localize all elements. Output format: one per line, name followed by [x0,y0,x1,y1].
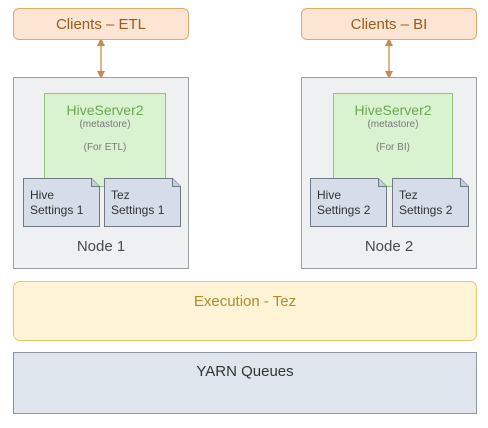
hive-settings-2-doc: Hive Settings 2 [310,178,387,227]
tez-settings-1-line1: Tez [111,188,130,202]
tez-settings-1-doc: Tez Settings 1 [104,178,181,227]
node-1-label: Node 1 [76,238,126,255]
clients-bi-box: Clients – BI [301,8,477,40]
document-icon [23,178,100,227]
hiveserver2-subtitle: (metastore) [79,119,131,130]
node-2-label: Node 2 [364,238,414,255]
tez-settings-1-line2: Settings 1 [111,203,165,217]
document-icon [310,178,387,227]
node-2-box: HiveServer2 (metastore) (For BI) Hive Se… [301,77,477,269]
execution-tez-layer: Execution - Tez [13,281,477,341]
hive-settings-1-line1: Hive [30,188,55,202]
hiveserver2-subtitle: (metastore) [367,119,419,130]
hive-settings-1-line2: Settings 1 [30,203,84,217]
document-icon [392,178,469,227]
hive-settings-2-line1: Hive [317,188,342,202]
clients-bi-label: Clients – BI [350,15,428,33]
hiveserver2-bi: HiveServer2 (metastore) (For BI) [333,93,453,187]
hiveserver2-title: HiveServer2 [354,102,432,118]
node-1-box: HiveServer2 (metastore) (For ETL) Hive S… [13,77,189,269]
hiveserver2-etl: HiveServer2 (metastore) (For ETL) [44,93,166,187]
hive-settings-1-doc: Hive Settings 1 [23,178,100,227]
tez-settings-2-line2: Settings 2 [399,203,453,217]
hiveserver2-purpose: (For BI) [376,142,410,153]
yarn-queues-layer: YARN Queues [13,352,477,414]
tez-settings-2-doc: Tez Settings 2 [392,178,469,227]
hiveserver2-purpose: (For ETL) [83,142,127,153]
execution-tez-label: Execution - Tez [193,293,297,310]
tez-settings-2-line1: Tez [399,188,418,202]
hiveserver2-title: HiveServer2 [66,102,144,118]
document-icon [104,178,181,227]
clients-etl-box: Clients – ETL [13,8,189,40]
hive-settings-2-line2: Settings 2 [317,203,371,217]
yarn-queues-label: YARN Queues [196,363,294,380]
clients-etl-label: Clients – ETL [55,15,147,33]
